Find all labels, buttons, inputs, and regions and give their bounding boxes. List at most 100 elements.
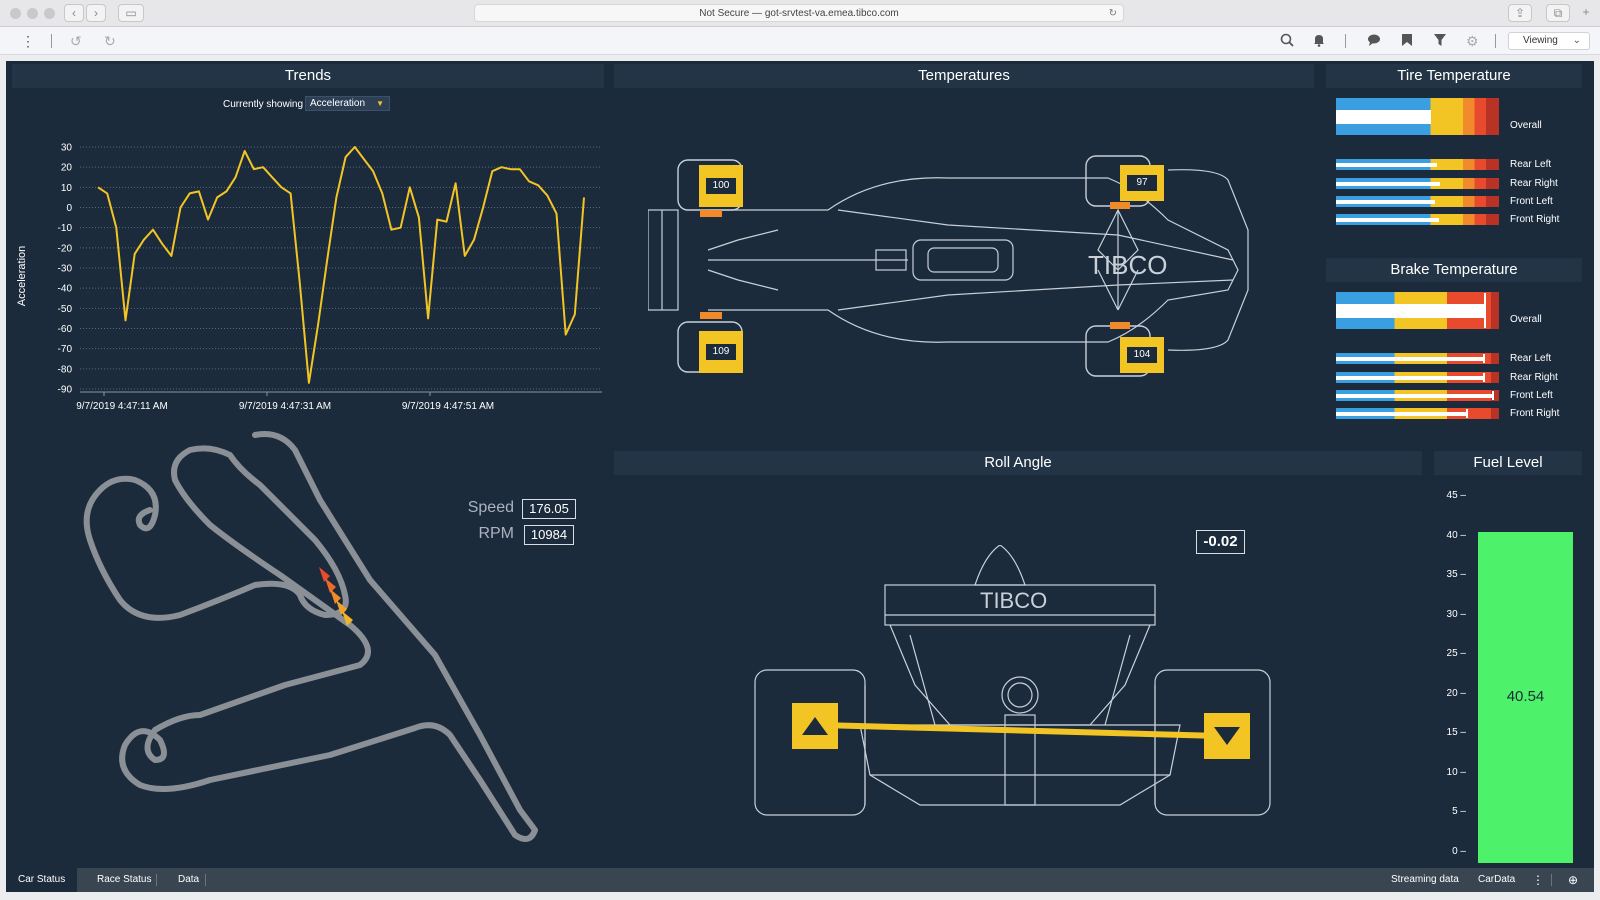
data-source[interactable]: CarData: [1478, 874, 1516, 885]
temperatures-header: Temperatures: [614, 64, 1314, 88]
rear-right-temp-box: 109: [699, 331, 743, 373]
bottom-bar: Car Status Race Status Data Streaming da…: [6, 868, 1594, 892]
tire-temperature-header: Tire Temperature: [1326, 64, 1582, 88]
speed-label: Speed: [467, 499, 514, 516]
rear-left-temp-box: 100: [699, 165, 743, 207]
share-icon: ⇪: [1514, 6, 1526, 20]
brake-overall-label: Overall: [1510, 314, 1542, 325]
browser-bar: ‹ › ▭ Not Secure — got-srvtest-va.emea.t…: [0, 0, 1600, 27]
tire-gauge-2-fill: [1336, 200, 1436, 204]
bell-icon[interactable]: [1312, 33, 1326, 50]
close-window-button[interactable]: [10, 8, 21, 19]
undo-icon[interactable]: ↺: [70, 33, 82, 49]
tab-race-status[interactable]: Race Status: [97, 874, 152, 885]
tab-divider: [156, 874, 157, 886]
x-tick-label: 9/7/2019 4:47:51 AM: [402, 401, 494, 412]
status-divider: [1551, 874, 1552, 886]
front-right-temp-value: 104: [1127, 347, 1157, 363]
track-outline: [83, 431, 538, 842]
roll-angle-value: -0.02: [1196, 530, 1245, 554]
new-tab-button[interactable]: +: [1576, 4, 1596, 22]
car-position-marker: [319, 567, 353, 626]
rear-left-temp-value: 100: [706, 178, 736, 194]
fuel-tick-label: 35 –: [1446, 569, 1466, 581]
measure-dropdown[interactable]: Acceleration ▼: [305, 96, 390, 111]
car-logo-text: TIBCO: [1088, 250, 1167, 280]
fuel-tick-label: 20 –: [1446, 687, 1466, 699]
roll-angle-line: [819, 722, 1221, 739]
car-body-outline: [708, 177, 1239, 343]
mode-label: Viewing: [1523, 35, 1558, 46]
brake-front-right-label: Front Right: [1510, 408, 1560, 419]
forward-button[interactable]: ›: [86, 4, 106, 22]
tire-gauge-1-fill: [1336, 182, 1441, 186]
brake-overall-gauge-fill: [1336, 304, 1485, 318]
brake-gauge-1-marker: [1482, 373, 1485, 382]
fuel-tick-label: 15 –: [1446, 727, 1466, 739]
tire-gauge-0: [1336, 159, 1499, 170]
address-bar[interactable]: Not Secure — got-srvtest-va.emea.tibco.c…: [474, 4, 1124, 22]
streaming-status: Streaming data: [1391, 874, 1459, 885]
tire-rear-right-label: Rear Right: [1510, 178, 1558, 189]
search-icon[interactable]: [1280, 33, 1294, 50]
car-top-view: TIBCO: [648, 155, 1249, 377]
brake-overall-gauge-marker: [1484, 293, 1487, 328]
y-tick-label: -40: [58, 284, 73, 295]
back-button[interactable]: ‹: [64, 4, 84, 22]
track-map: [83, 431, 538, 842]
sidebar-toggle-button[interactable]: ▭: [118, 4, 144, 22]
mode-dropdown[interactable]: Viewing ⌄: [1508, 32, 1590, 50]
gear-icon[interactable]: ⚙: [1466, 33, 1479, 49]
y-tick-label: 0: [66, 203, 72, 214]
brake-gauge-0-marker: [1482, 354, 1485, 363]
fuel-tick-label: 40 –: [1446, 529, 1466, 541]
brake-gauge-1-fill: [1336, 376, 1483, 380]
tabs-button[interactable]: ⧉: [1546, 4, 1570, 22]
tab-car-status[interactable]: Car Status: [6, 868, 78, 892]
speed-value: 176.05: [522, 499, 576, 519]
trends-header: Trends: [12, 64, 604, 88]
menu-dots-icon[interactable]: ⋮: [21, 33, 35, 49]
brake-gauge-0: [1336, 353, 1499, 364]
share-button[interactable]: ⇪: [1508, 4, 1532, 22]
bookmark-icon[interactable]: [1400, 33, 1414, 50]
x-tick-label: 9/7/2019 4:47:31 AM: [239, 401, 331, 412]
minimize-window-button[interactable]: [27, 8, 38, 19]
more-menu-icon[interactable]: ⋮: [1532, 873, 1544, 887]
y-tick-label: -20: [58, 243, 73, 254]
tab-divider: [205, 874, 206, 886]
fuel-value: 40.54: [1506, 688, 1545, 705]
tire-gauge-3-fill: [1336, 218, 1439, 222]
y-tick-label: -90: [58, 385, 73, 396]
tire-gauge-0-fill: [1336, 163, 1438, 167]
y-tick-label: -30: [58, 264, 73, 275]
y-tick-label: -70: [58, 344, 73, 355]
filter-icon[interactable]: [1433, 33, 1447, 50]
triangle-up-icon: [802, 717, 828, 735]
front-left-temp-box: 97: [1120, 165, 1164, 201]
reload-icon[interactable]: ↻: [1108, 8, 1117, 19]
currently-showing-label: Currently showing: [223, 99, 304, 110]
tab-data[interactable]: Data: [178, 874, 200, 885]
redo-icon[interactable]: ↻: [104, 33, 116, 49]
tire-gauge-3: [1336, 214, 1499, 225]
brake-gauge-3-fill: [1336, 412, 1467, 416]
plus-icon: +: [1582, 5, 1590, 19]
comment-icon[interactable]: [1367, 33, 1381, 50]
y-axis-label: Acceleration: [16, 246, 28, 307]
y-tick-label: -80: [58, 364, 73, 375]
tire-gauge-1: [1336, 178, 1499, 189]
caret-down-icon: ▼: [376, 99, 384, 108]
brake-gauge-2: [1336, 390, 1499, 401]
fuel-tick-label: 45 –: [1446, 490, 1466, 501]
zoom-window-button[interactable]: [44, 8, 55, 19]
brake-gauge-1: [1336, 372, 1499, 383]
tire-overall-label: Overall: [1510, 120, 1542, 131]
front-left-temp-value: 97: [1127, 175, 1157, 191]
globe-icon[interactable]: ⊕: [1568, 873, 1579, 887]
brake-gauge-2-marker: [1492, 391, 1495, 400]
tire-gauge-2: [1336, 196, 1499, 207]
brake-gauge-3-marker: [1466, 409, 1469, 418]
brake-rear-left-label: Rear Left: [1510, 353, 1552, 364]
front-right-temp-box: 104: [1120, 337, 1164, 373]
